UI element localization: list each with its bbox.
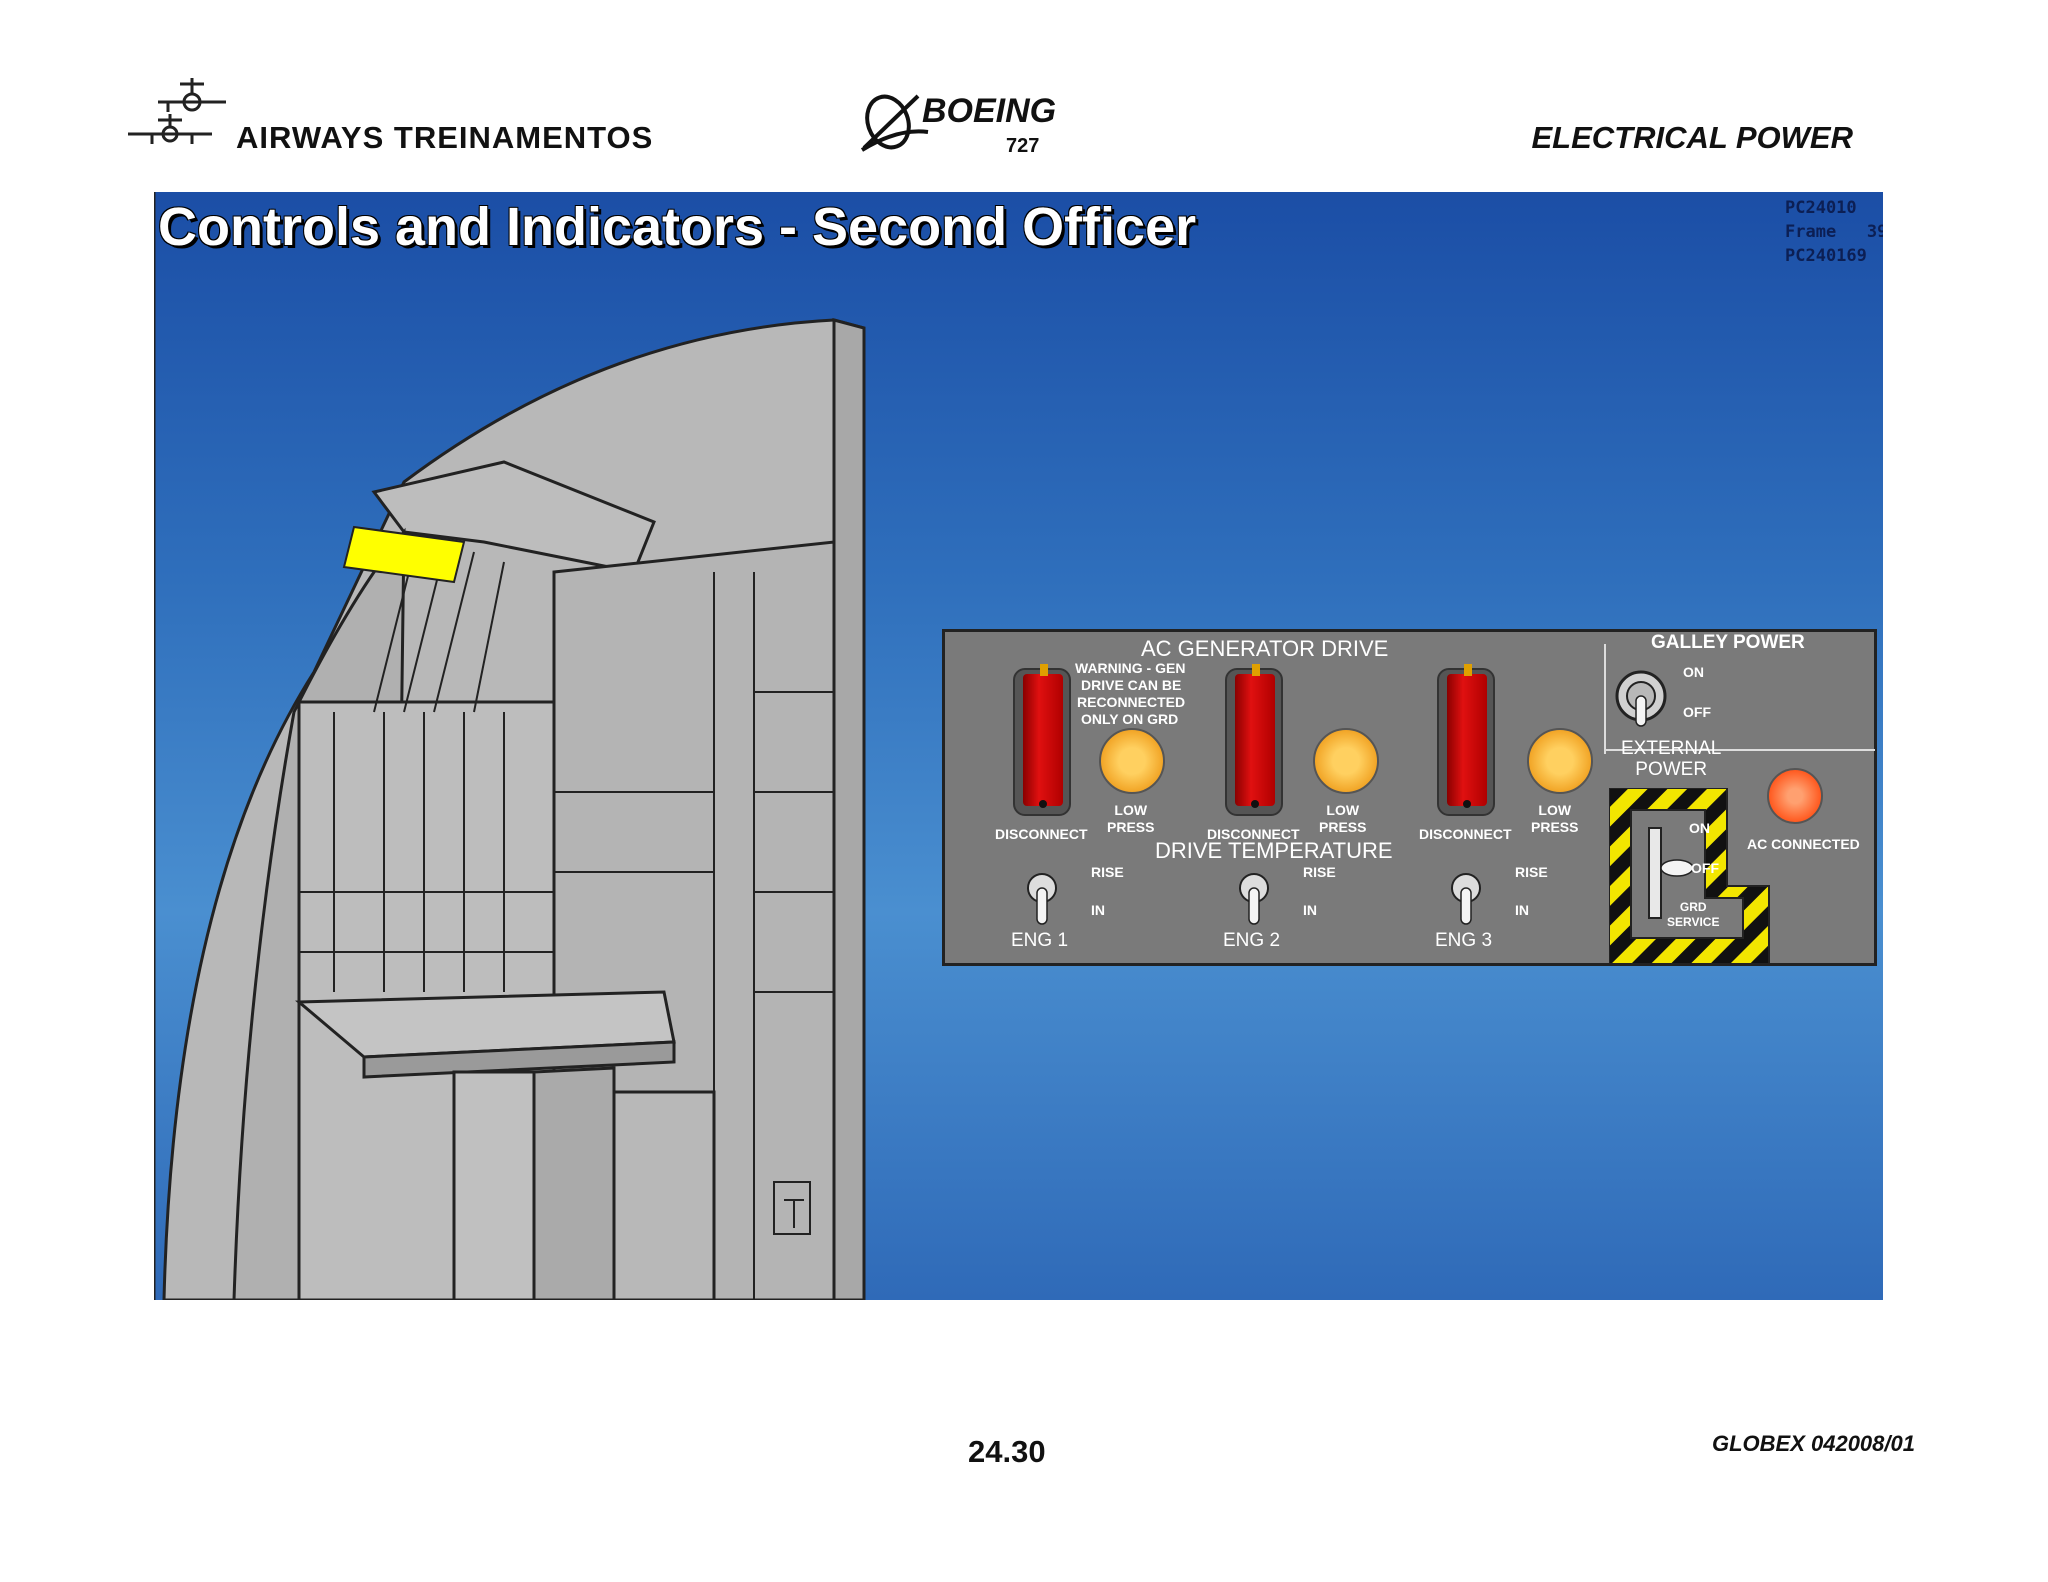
eng-3-rise-label: RISE xyxy=(1515,864,1548,880)
eng-1-rise-label: RISE xyxy=(1091,864,1124,880)
eng-3-drive-temp-toggle[interactable] xyxy=(1447,870,1485,926)
section-title: ELECTRICAL POWER xyxy=(1531,120,1854,155)
gen-3-disconnect-switch[interactable] xyxy=(1437,664,1495,816)
electrical-control-panel: AC GENERATOR DRIVE WARNING - GEN DRIVE C… xyxy=(942,629,1877,966)
ac-connected-label: AC CONNECTED xyxy=(1747,836,1860,852)
eng-3-label: ENG 3 xyxy=(1435,930,1493,951)
galley-divider xyxy=(1604,644,1875,754)
eng-2-in-label: IN xyxy=(1303,902,1317,918)
ext-power-on-label: ON xyxy=(1689,820,1710,836)
galley-power-toggle[interactable] xyxy=(1613,668,1669,728)
eng-2-label: ENG 2 xyxy=(1223,930,1281,951)
gen-1-low-press-light xyxy=(1099,728,1165,794)
galley-off-label: OFF xyxy=(1683,704,1711,720)
boeing-wordmark: BOEING xyxy=(922,92,1056,130)
gen-3-disconnect-label: DISCONNECT xyxy=(1419,826,1512,842)
cockpit-illustration xyxy=(154,192,866,1300)
ac-connected-light xyxy=(1767,768,1823,824)
galley-power-title: GALLEY POWER xyxy=(1651,632,1805,653)
company-name: AIRWAYS TREINAMENTOS xyxy=(236,120,654,155)
ac-generator-drive-title: AC GENERATOR DRIVE xyxy=(1141,636,1389,661)
slide-reference: PC24010 Frame 39 PC240169 xyxy=(1785,198,1883,266)
eng-1-label: ENG 1 xyxy=(1011,930,1069,951)
highlighted-panel-area xyxy=(342,525,466,584)
gen-3-low-press-light xyxy=(1527,728,1593,794)
gen-warning-text: WARNING - GEN DRIVE CAN BE RECONNECTED O… xyxy=(1075,660,1186,727)
page-number: 24.30 xyxy=(968,1434,1046,1469)
gen-2-disconnect-label: DISCONNECT xyxy=(1207,826,1300,842)
training-slide: Controls and Indicators - Second Officer… xyxy=(154,192,1883,1300)
slide-title: Controls and Indicators - Second Officer xyxy=(158,197,1197,257)
airways-logo-icon xyxy=(128,78,226,144)
gen-1-disconnect-label: DISCONNECT xyxy=(995,826,1088,842)
eng-2-drive-temp-toggle[interactable] xyxy=(1235,870,1273,926)
boeing-logo-icon: BOEING 727 xyxy=(860,92,1056,157)
external-power-guarded-switch[interactable] xyxy=(1609,788,1771,964)
eng-3-in-label: IN xyxy=(1515,902,1529,918)
eng-2-rise-label: RISE xyxy=(1303,864,1336,880)
boeing-model: 727 xyxy=(1006,135,1039,157)
eng-1-in-label: IN xyxy=(1091,902,1105,918)
drive-temperature-title: DRIVE TEMPERATURE xyxy=(1155,838,1393,863)
eng-1-drive-temp-toggle[interactable] xyxy=(1023,870,1061,926)
gen-2-low-press-light xyxy=(1313,728,1379,794)
gen-2-disconnect-switch[interactable] xyxy=(1225,664,1283,816)
document-reference: GLOBEX 042008/01 xyxy=(1711,1431,1915,1456)
ext-power-off-label: OFF xyxy=(1691,860,1719,876)
galley-on-label: ON xyxy=(1683,664,1704,680)
gen-1-disconnect-switch[interactable] xyxy=(1013,664,1071,816)
